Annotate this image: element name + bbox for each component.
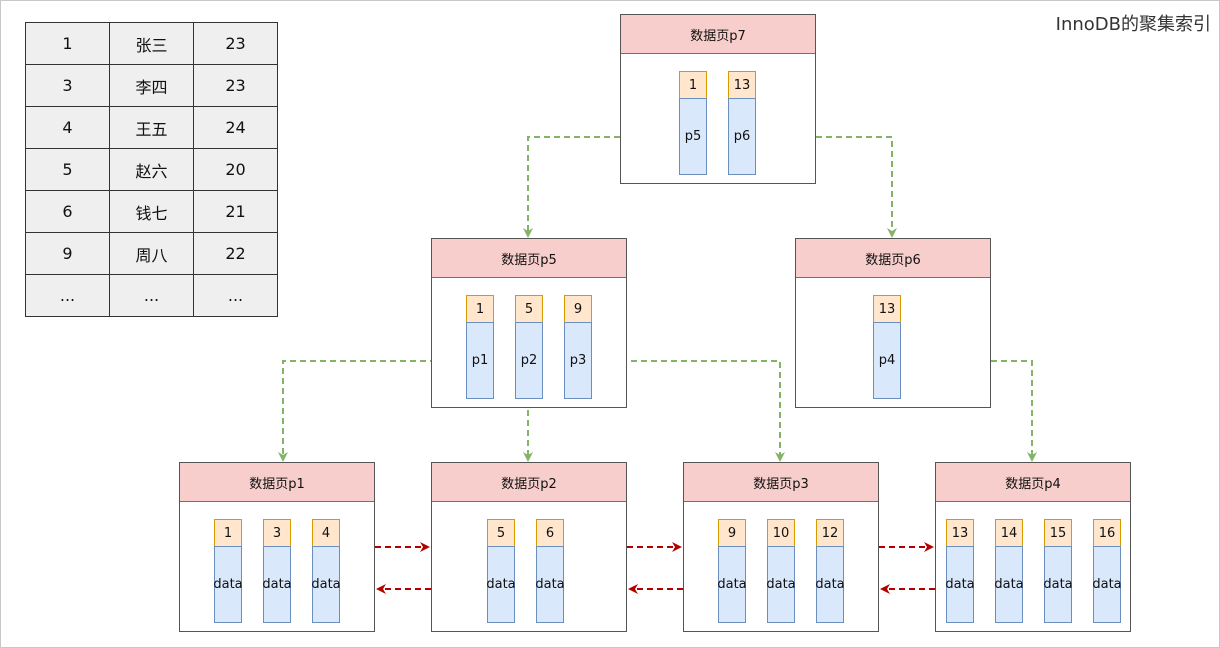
page-p7: 数据页p7 bbox=[620, 14, 816, 184]
key-cell: 15 bbox=[1044, 519, 1072, 547]
key-cell: 12 bbox=[816, 519, 844, 547]
table-row: ......... bbox=[25, 274, 278, 317]
table-cell: 3 bbox=[25, 64, 110, 107]
key-cell: 4 bbox=[312, 519, 340, 547]
key-cell: 16 bbox=[1093, 519, 1121, 547]
key-cell: 1 bbox=[214, 519, 242, 547]
pointer-cell: p6 bbox=[728, 98, 756, 175]
table-cell: 23 bbox=[193, 64, 278, 107]
pointer-cell: p3 bbox=[564, 322, 592, 399]
data-cell: data bbox=[766, 546, 796, 623]
data-cell: data bbox=[1043, 546, 1073, 623]
table-cell: 钱七 bbox=[109, 190, 194, 233]
table-cell: 6 bbox=[25, 190, 110, 233]
page-title: 数据页p4 bbox=[936, 463, 1130, 502]
pointer-cell: p2 bbox=[515, 322, 543, 399]
pointer-cell: p1 bbox=[466, 322, 494, 399]
page-title: 数据页p3 bbox=[684, 463, 878, 502]
key-cell: 6 bbox=[536, 519, 564, 547]
key-cell: 9 bbox=[564, 295, 592, 323]
page-title: 数据页p5 bbox=[432, 239, 626, 278]
key-cell: 13 bbox=[946, 519, 974, 547]
data-cell: data bbox=[486, 546, 516, 623]
table-cell: ... bbox=[25, 274, 110, 317]
key-cell: 3 bbox=[263, 519, 291, 547]
page-title: 数据页p6 bbox=[796, 239, 990, 278]
pointer-cell: p4 bbox=[873, 322, 901, 399]
page-title: 数据页p2 bbox=[432, 463, 626, 502]
page-title: 数据页p1 bbox=[180, 463, 374, 502]
key-cell: 1 bbox=[466, 295, 494, 323]
table-cell: 22 bbox=[193, 232, 278, 275]
data-cell: data bbox=[945, 546, 975, 623]
key-cell: 13 bbox=[873, 295, 901, 323]
table-cell: 24 bbox=[193, 106, 278, 149]
data-cell: data bbox=[994, 546, 1024, 623]
table-cell: 20 bbox=[193, 148, 278, 191]
data-cell: data bbox=[213, 546, 243, 623]
data-cell: data bbox=[815, 546, 845, 623]
table-cell: 5 bbox=[25, 148, 110, 191]
data-cell: data bbox=[311, 546, 341, 623]
data-cell: data bbox=[262, 546, 292, 623]
key-cell: 9 bbox=[718, 519, 746, 547]
key-cell: 1 bbox=[679, 71, 707, 99]
table-cell: ... bbox=[109, 274, 194, 317]
key-cell: 5 bbox=[487, 519, 515, 547]
table-cell: 23 bbox=[193, 22, 278, 65]
table-cell: 张三 bbox=[109, 22, 194, 65]
table-cell: ... bbox=[193, 274, 278, 317]
page-title: 数据页p7 bbox=[621, 15, 815, 54]
table-cell: 赵六 bbox=[109, 148, 194, 191]
key-cell: 5 bbox=[515, 295, 543, 323]
page-p2: 数据页p2 bbox=[431, 462, 627, 632]
diagram-title: InnoDB的聚集索引 bbox=[1055, 14, 1211, 35]
key-cell: 10 bbox=[767, 519, 795, 547]
table-cell: 王五 bbox=[109, 106, 194, 149]
data-cell: data bbox=[717, 546, 747, 623]
data-cell: data bbox=[1092, 546, 1122, 623]
link-p5-p3 bbox=[591, 360, 785, 462]
table-cell: 4 bbox=[25, 106, 110, 149]
data-cell: data bbox=[535, 546, 565, 623]
table-cell: 21 bbox=[193, 190, 278, 233]
link-p5-p1 bbox=[278, 360, 466, 462]
key-cell: 14 bbox=[995, 519, 1023, 547]
key-cell: 13 bbox=[728, 71, 756, 99]
table-cell: 周八 bbox=[109, 232, 194, 275]
pointer-cell: p5 bbox=[679, 98, 707, 175]
